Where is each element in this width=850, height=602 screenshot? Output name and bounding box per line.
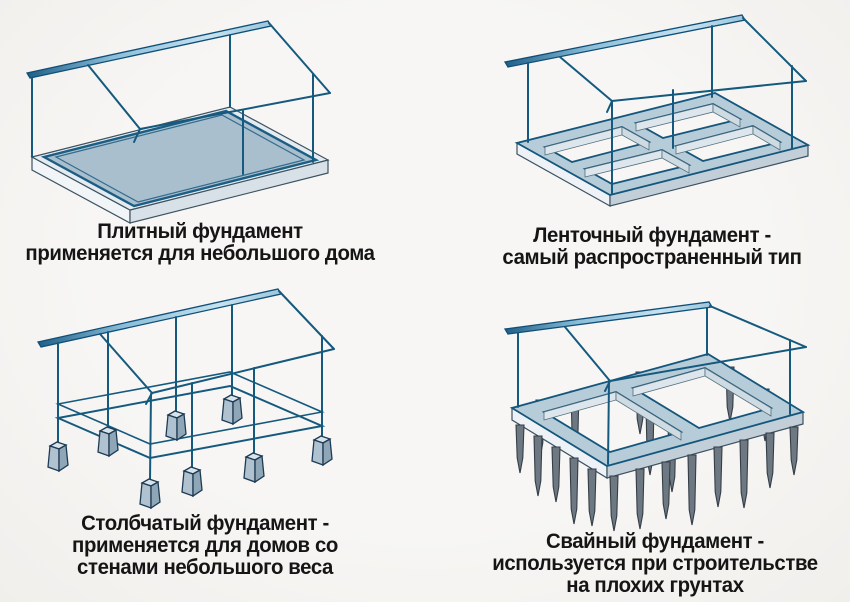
columnar-foundation-diagram: [36, 288, 335, 509]
caption-columnar-foundation: Столбчатый фундамент - применяется для д…: [30, 513, 379, 579]
house-wireframe: [517, 305, 807, 465]
house-wireframe: [31, 22, 331, 175]
roof-ridge: [503, 301, 714, 335]
caption-line: используется при строительстве: [492, 552, 818, 575]
caption-strip-foundation: Ленточный фундамент - самый распростране…: [474, 225, 831, 269]
roof-ridge: [36, 288, 283, 348]
caption-slab-foundation: Плитный фундамент применяется для неболь…: [25, 220, 375, 265]
grillage-inner-faces: [543, 367, 772, 441]
caption-pile-foundation: Свайный фундамент - используется при стр…: [466, 531, 844, 597]
pile-foundation-diagram: [503, 301, 807, 532]
caption-line: применяется для домов со: [72, 534, 338, 557]
strip-foundation-diagram: [503, 14, 811, 208]
roof-ridge: [25, 20, 273, 79]
roof-ridge: [503, 14, 747, 68]
caption-line: Плитный фундамент: [97, 220, 303, 243]
slab-surface: [40, 109, 320, 208]
slab-foundation-diagram: [25, 20, 331, 225]
strip-inner-faces: [544, 103, 781, 178]
caption-line: стенами небольшого веса: [77, 556, 333, 579]
caption-line: применяется для небольшого дома: [25, 242, 375, 265]
caption-line: на плохих грунтах: [566, 574, 744, 597]
caption-line: самый распространенный тип: [502, 246, 802, 269]
caption-line: Ленточный фундамент -: [533, 224, 771, 247]
caption-line: Столбчатый фундамент -: [81, 512, 329, 535]
house-frame: [54, 290, 335, 481]
caption-line: Свайный фундамент -: [546, 530, 764, 553]
house-wireframe: [527, 17, 807, 195]
front-piles: [515, 424, 799, 532]
